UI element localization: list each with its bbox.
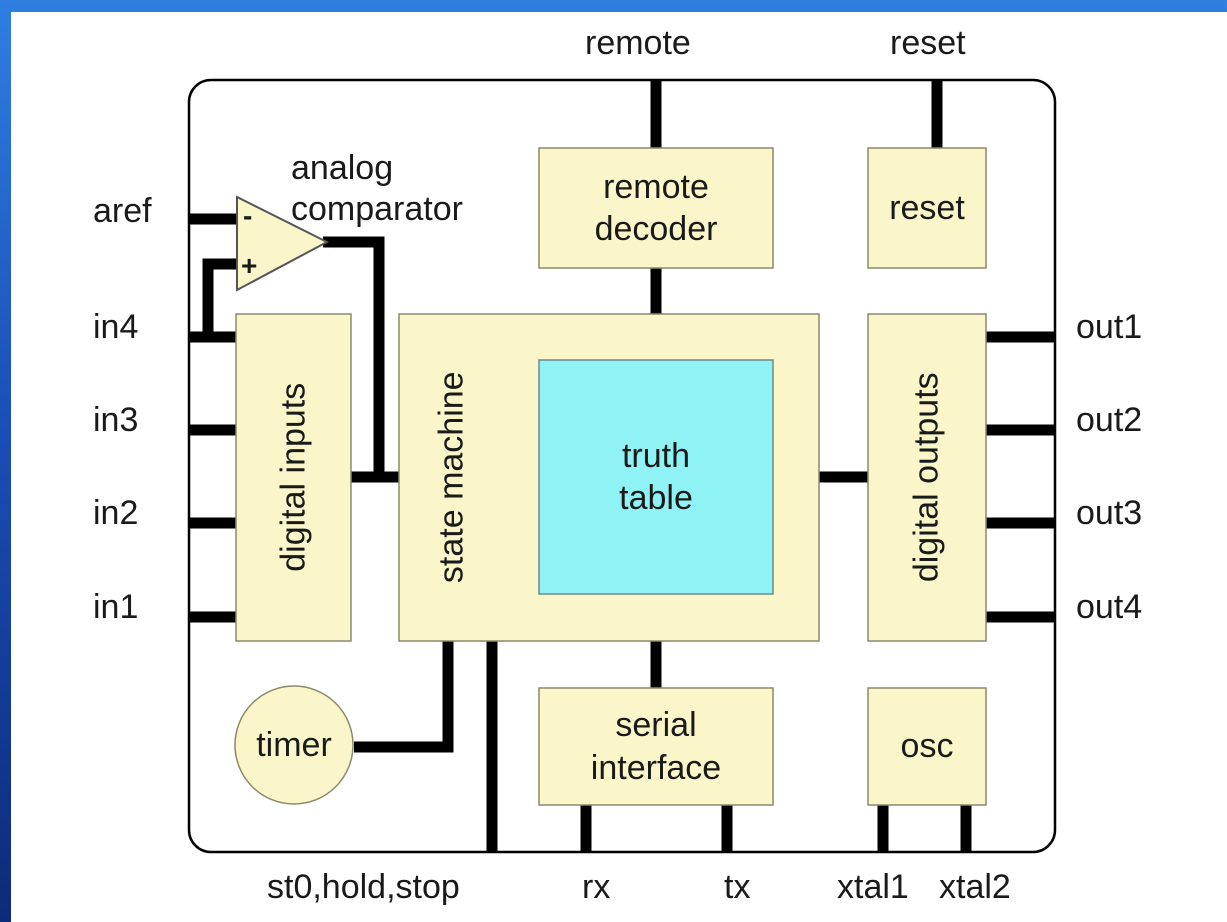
pin-label-in3: in3 xyxy=(93,401,139,439)
digital-outputs-label-wrap: digital outputs xyxy=(868,314,986,641)
pin-label-out3: out3 xyxy=(1076,494,1143,532)
pin-label-out1: out1 xyxy=(1076,308,1143,346)
pin-label-in1: in1 xyxy=(93,588,139,626)
osc-block xyxy=(867,687,987,806)
serial-interface-block xyxy=(538,687,774,806)
state-machine-label-wrap: state machine xyxy=(399,314,505,641)
osc-label: osc xyxy=(900,727,954,766)
comparator-plus-sign: + xyxy=(241,250,258,281)
truth-table-label: truth table xyxy=(619,436,693,518)
digital-outputs-block xyxy=(867,313,987,642)
timer-label: timer xyxy=(256,725,332,764)
truth-table-block xyxy=(538,359,774,595)
pin-label-remote: remote xyxy=(585,24,691,62)
digital-inputs-label-wrap: digital inputs xyxy=(236,314,351,641)
pin-label-out2: out2 xyxy=(1076,401,1143,439)
pin-label-xtal2: xtal2 xyxy=(939,868,1011,906)
pin-label-xtal1: xtal1 xyxy=(837,868,909,906)
pin-label-st0-hold-stop: st0,hold,stop xyxy=(267,868,460,906)
comparator-minus-sign: - xyxy=(243,200,253,231)
digital-inputs-block xyxy=(235,313,352,642)
diagram-wires xyxy=(187,78,1057,854)
pin-label-reset: reset xyxy=(890,24,966,62)
reset-block-label: reset xyxy=(889,188,965,227)
wire-state-timer xyxy=(354,641,454,753)
remote-decoder-block xyxy=(538,147,774,269)
diagram-canvas: remote decoder reset digital inputs stat… xyxy=(11,12,1227,922)
pin-label-in4: in4 xyxy=(93,308,139,346)
digital-inputs-label: digital inputs xyxy=(274,382,313,573)
timer-block xyxy=(234,685,354,805)
reset-block xyxy=(867,147,987,269)
pin-label-tx: tx xyxy=(724,868,751,906)
serial-interface-label: serial interface xyxy=(590,706,722,787)
wire-in4-to-comparator-plus xyxy=(202,258,237,337)
comparator-triangle xyxy=(236,195,330,292)
remote-decoder-label: remote decoder xyxy=(594,167,718,249)
pin-label-in2: in2 xyxy=(93,494,139,532)
digital-outputs-label: digital outputs xyxy=(907,372,946,583)
state-machine-label: state machine xyxy=(432,371,471,584)
pin-label-rx: rx xyxy=(582,868,611,906)
comparator-label: analog comparator xyxy=(291,149,463,228)
pin-label-out4: out4 xyxy=(1076,588,1143,626)
pin-label-aref: aref xyxy=(93,192,152,230)
